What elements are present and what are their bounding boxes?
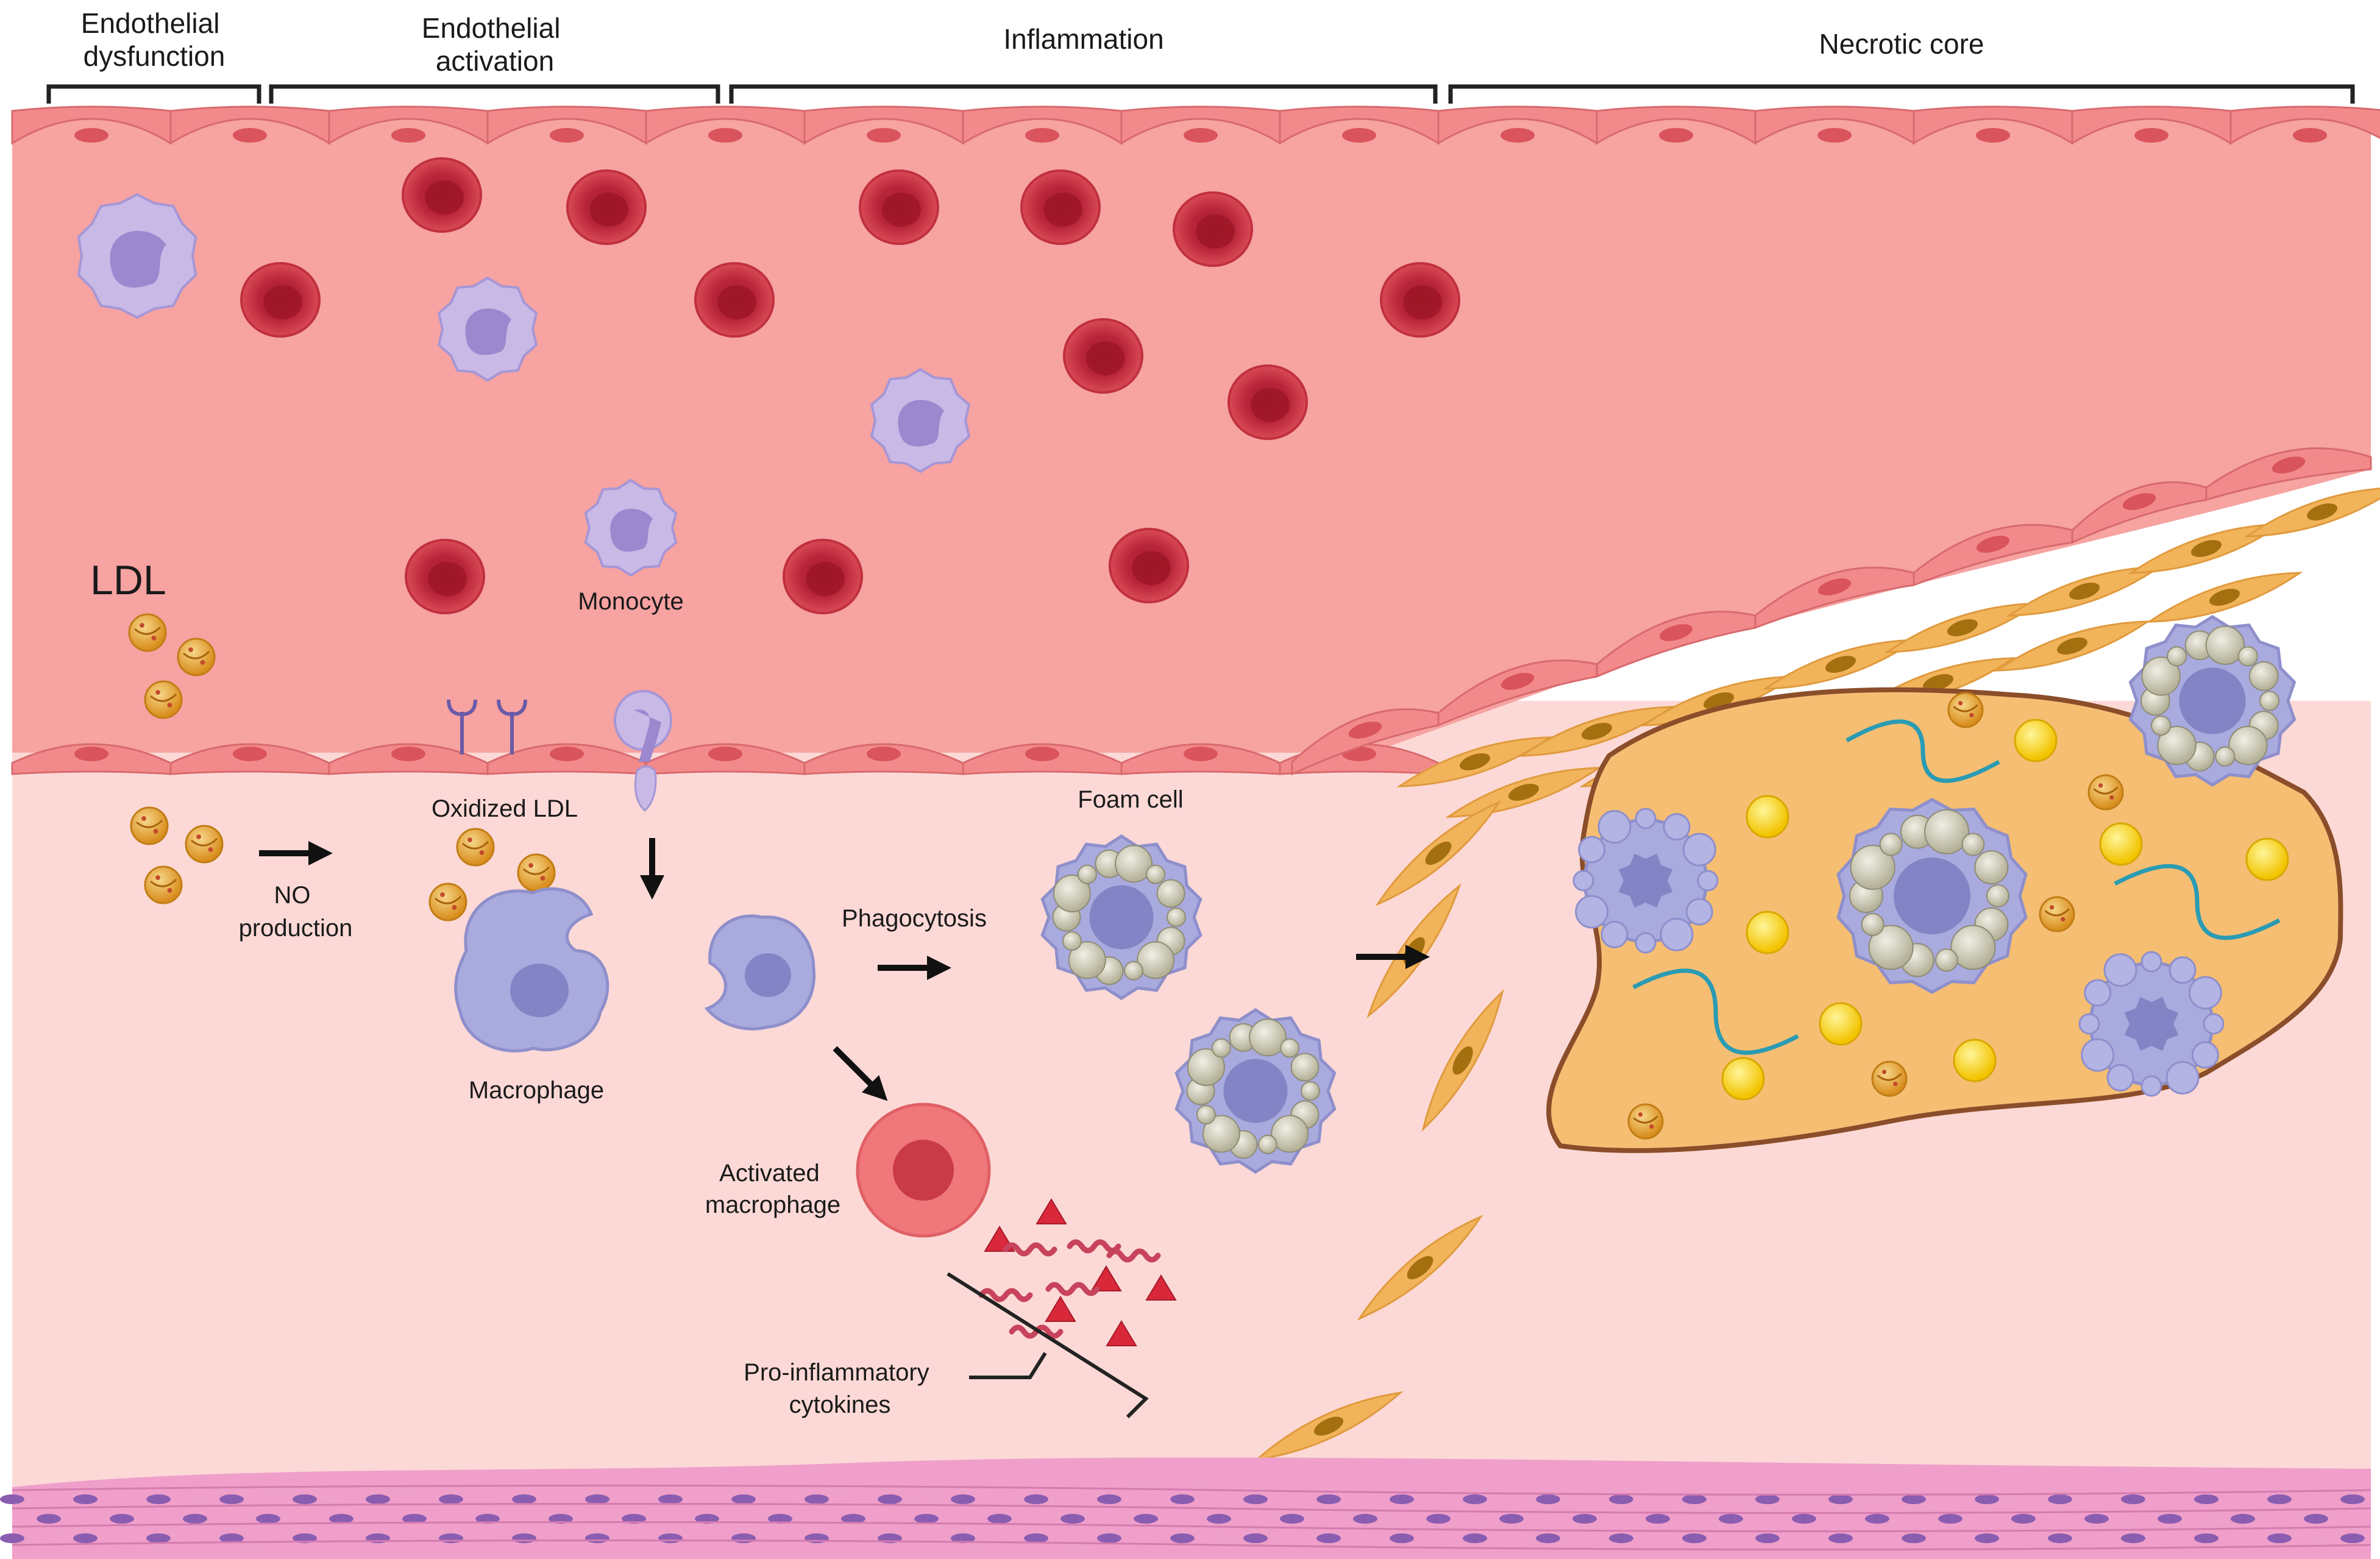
red-blood-cells: [240, 157, 1460, 614]
adhesion-receptors: [447, 699, 527, 755]
phagocytosis-label: Phagocytosis: [842, 905, 987, 932]
transmigrating-monocyte: [614, 690, 672, 812]
cytokines-label: Pro-inflammatory cytokines: [744, 1359, 936, 1418]
ldl-label: LDL: [90, 557, 166, 603]
top-endothelium: [11, 105, 2380, 145]
activated-macrophage-label: Activated macrophage: [705, 1160, 840, 1218]
monocyte-label: Monocyte: [578, 588, 683, 615]
smooth-muscle-cells: [1254, 486, 2380, 1461]
macrophage-label: Macrophage: [469, 1077, 604, 1104]
vessel-lumen: [12, 116, 2371, 753]
stage-brackets: [46, 84, 2355, 104]
pro-inflammatory-cytokines: [978, 1198, 1177, 1346]
foam-cells: [1040, 834, 1337, 1174]
no-production-label: NO production: [239, 882, 353, 942]
macrophage-small: [704, 914, 816, 1031]
stage-label-endothelial-dysfunction: Endothelial dysfunction: [81, 7, 227, 72]
process-arrows: [259, 838, 1430, 1101]
foam-cell-label: Foam cell: [1078, 786, 1183, 813]
macrophage: [454, 887, 609, 1053]
oxidized-ldl-label: Oxidized LDL: [432, 795, 578, 822]
stage-label-endothelial-activation: Endothelial activation: [422, 12, 568, 77]
activated-macrophage: [856, 1103, 991, 1238]
media-layer: [0, 1457, 2371, 1559]
stage-label-necrotic-core: Necrotic core: [1819, 28, 1984, 60]
monocytes: [77, 193, 971, 577]
cytokine-leader: [969, 1352, 1047, 1379]
necrotic-core-contents: [1572, 615, 2297, 1140]
stage-label-inflammation: Inflammation: [1003, 23, 1163, 55]
cytokine-bracket: [947, 1272, 1149, 1419]
bottom-endothelium: [11, 447, 2372, 776]
